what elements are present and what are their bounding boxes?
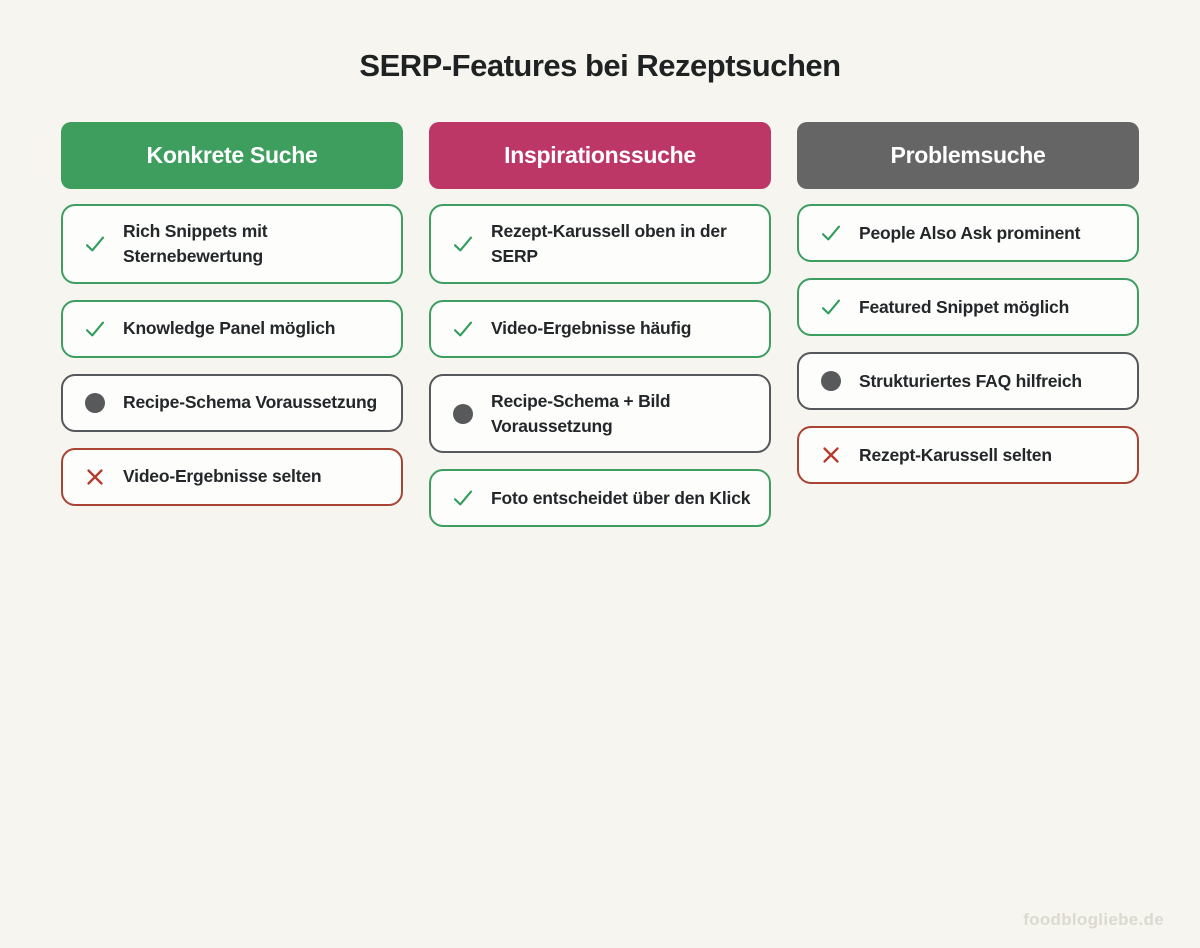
check-icon <box>451 486 475 510</box>
feature-card-label: Recipe-Schema Voraussetzung <box>123 392 377 413</box>
columns-grid: Konkrete Suche Rich Snippets mit Sterneb… <box>0 122 1200 528</box>
feature-card: Video-Ergebnisse häufig <box>429 299 771 358</box>
feature-card: Rezept-Karussell oben in der SERP <box>429 204 771 284</box>
feature-card-label: People Also Ask prominent <box>859 222 1081 243</box>
card-list: People Also Ask prominent Featured Snipp… <box>797 204 1139 484</box>
column-header-label: Konkrete Suche <box>146 142 318 168</box>
column-0: Konkrete Suche Rich Snippets mit Sterneb… <box>61 122 403 527</box>
feature-card-label: Featured Snippet möglich <box>859 296 1070 317</box>
feature-card-label: Foto entscheidet über den Klick <box>491 487 751 508</box>
check-icon <box>83 317 107 341</box>
column-header-2: Problemsuche <box>797 122 1139 189</box>
cross-icon <box>83 465 107 489</box>
infographic: SERP-Features bei Rezeptsuchen Konkrete … <box>0 48 1200 929</box>
feature-card-label: Rezept-Karussell oben in der SERP <box>491 221 727 266</box>
page-title: SERP-Features bei Rezeptsuchen <box>359 48 841 83</box>
feature-card-label: Recipe-Schema + Bild Voraussetzung <box>491 390 671 436</box>
feature-card-label: Video-Ergebnisse selten <box>123 466 322 487</box>
column-header-1: Inspirationssuche <box>429 122 771 189</box>
dot-icon <box>819 369 843 393</box>
feature-card-label: Knowledge Panel möglich <box>123 318 336 339</box>
column-1: Inspirationssuche Rezept-Karussell oben … <box>429 122 771 528</box>
feature-card-label: Rezept-Karussell selten <box>859 444 1052 465</box>
column-header-0: Konkrete Suche <box>61 122 403 189</box>
feature-card: Recipe-Schema + Bild Voraussetzung <box>429 373 771 454</box>
feature-card: People Also Ask prominent <box>797 204 1139 262</box>
feature-card: Recipe-Schema Voraussetzung <box>61 373 403 432</box>
column-header-label: Problemsuche <box>890 142 1046 168</box>
feature-card: Featured Snippet möglich <box>797 278 1139 336</box>
feature-card-label: Strukturiertes FAQ hilfreich <box>859 370 1082 391</box>
feature-card-label: Rich Snippets mit Sternebewertung <box>123 221 268 266</box>
dot-icon <box>451 402 475 426</box>
check-icon <box>819 221 843 245</box>
feature-card: Rezept-Karussell selten <box>797 426 1139 484</box>
check-icon <box>451 317 475 341</box>
column-2: Problemsuche People Also Ask prominent F… <box>797 122 1139 527</box>
check-icon <box>451 232 475 256</box>
dot-icon <box>83 391 107 415</box>
card-list: Rich Snippets mit Sternebewertung Knowle… <box>61 204 403 506</box>
feature-card: Foto entscheidet über den Klick <box>429 469 771 528</box>
check-icon <box>819 295 843 319</box>
feature-card-label: Video-Ergebnisse häufig <box>491 318 692 339</box>
feature-card: Strukturiertes FAQ hilfreich <box>797 352 1139 410</box>
column-header-label: Inspirationssuche <box>504 142 696 168</box>
cross-icon <box>819 443 843 467</box>
feature-card: Video-Ergebnisse selten <box>61 447 403 506</box>
feature-card: Rich Snippets mit Sternebewertung <box>61 204 403 284</box>
check-icon <box>83 232 107 256</box>
feature-card: Knowledge Panel möglich <box>61 299 403 358</box>
card-list: Rezept-Karussell oben in der SERP Video-… <box>429 204 771 528</box>
watermark-text: foodblogliebe.de <box>1023 910 1164 929</box>
